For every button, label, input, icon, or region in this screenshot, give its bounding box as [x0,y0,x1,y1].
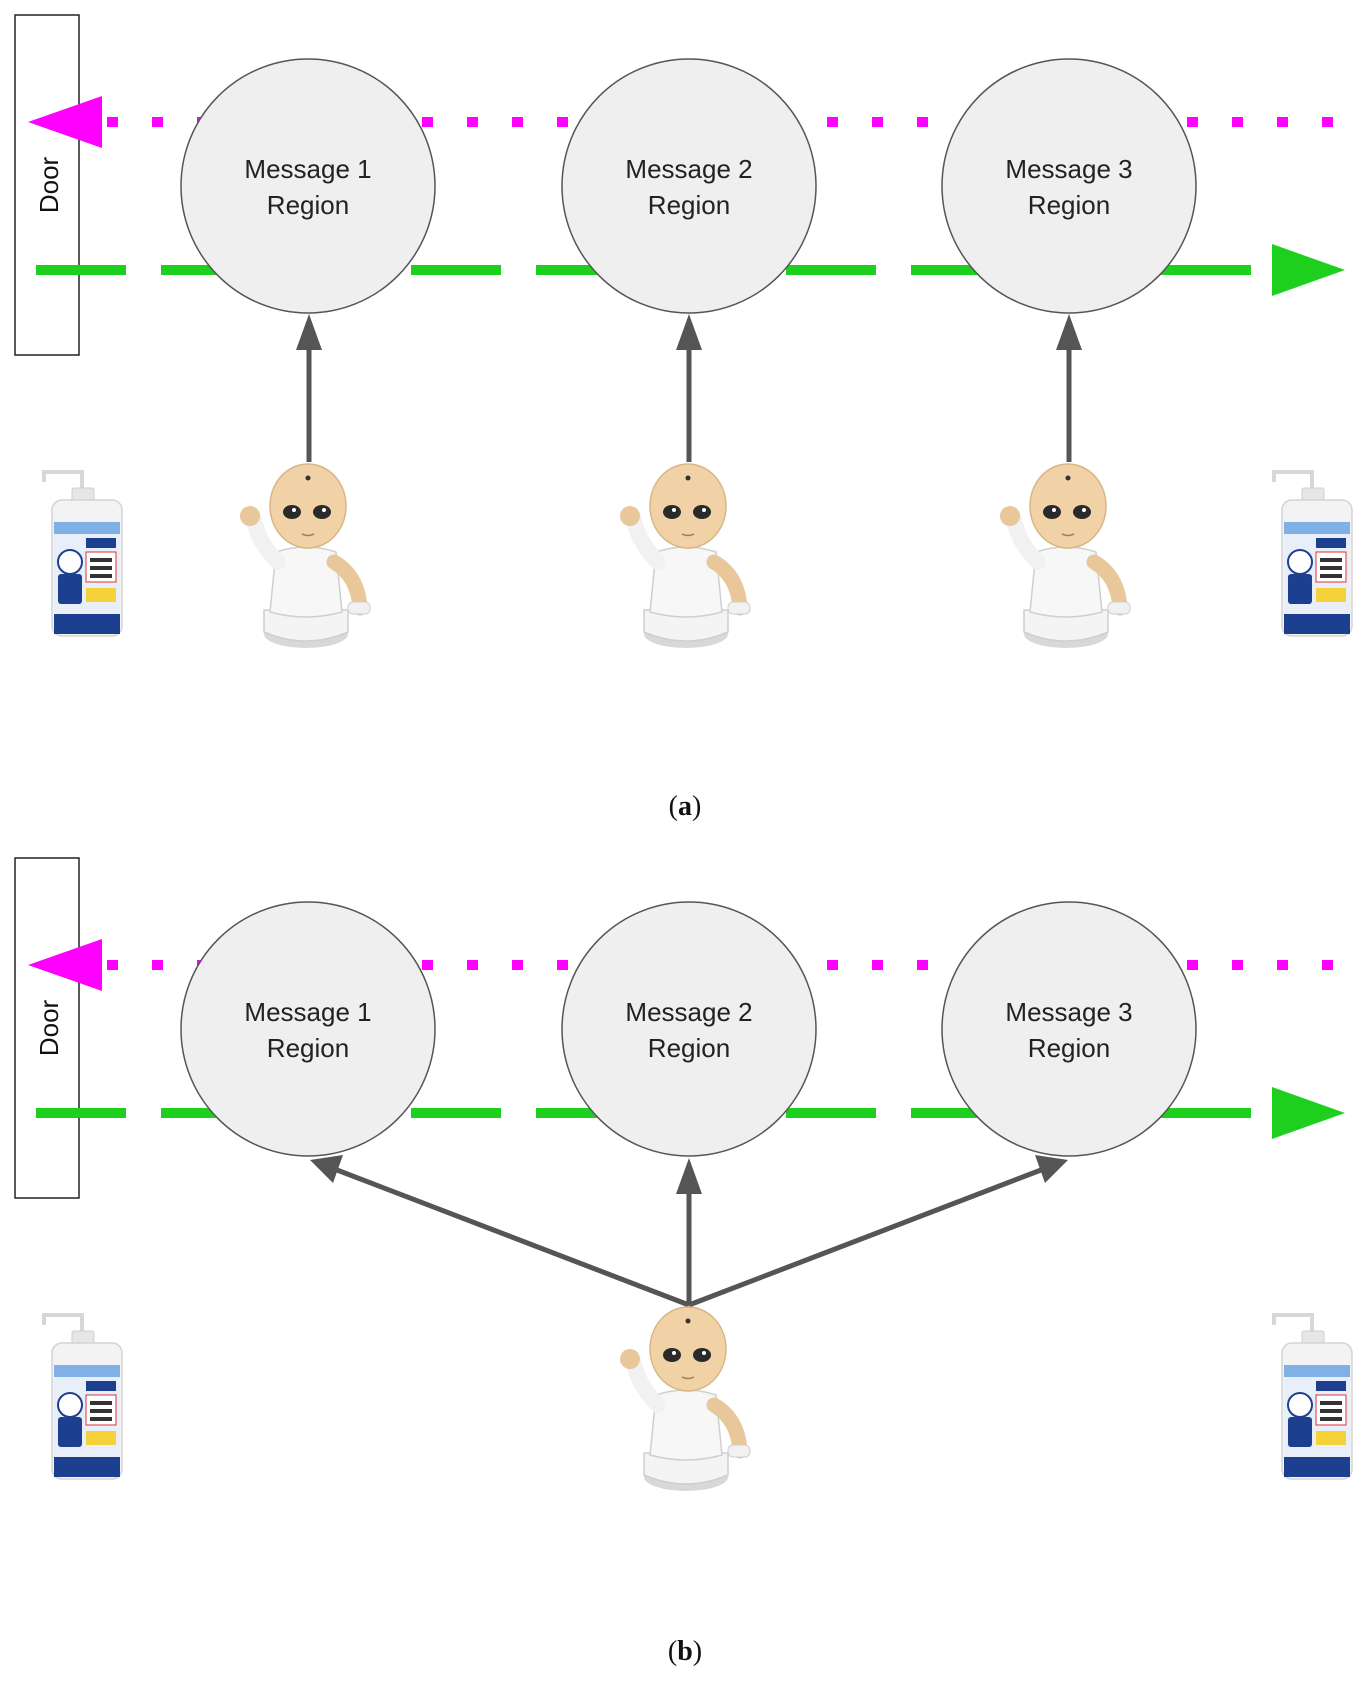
panel-b: Door Message 1 Region Message 2 Region M… [14,857,1354,1667]
message-region-2: Message 2 Region [561,901,817,1157]
pointer-arrow [688,1155,1068,1308]
region-label: Message 2 [625,154,752,184]
door-label: Door [34,156,64,213]
message-region-2: Message 2 Region [561,58,817,314]
region-label: Region [1028,1033,1110,1063]
door [14,14,80,356]
panel-a: Door Message 1 Region Message 2 Region M… [14,14,1354,822]
region-label: Message 3 [1005,154,1132,184]
pointer-arrow [1056,314,1082,462]
region-label: Region [648,190,730,220]
entry-arrow-icon [28,939,102,991]
pointer-arrow [676,1158,702,1305]
hand-sanitizer-bottle-icon [1272,470,1354,638]
region-label: Message 1 [244,154,371,184]
region-label: Message 3 [1005,997,1132,1027]
region-label: Region [648,1033,730,1063]
exit-arrow-icon [1272,244,1345,296]
entry-arrow-icon [28,96,102,148]
hand-sanitizer-bottle-icon [42,470,124,638]
pointer-arrow [676,314,702,462]
region-label: Message 1 [244,997,371,1027]
robot-icon [620,464,750,648]
exit-arrow-icon [1272,1087,1345,1139]
hand-sanitizer-bottle-icon [42,1313,124,1481]
pointer-arrow [296,314,322,462]
message-region-3: Message 3 Region [941,58,1197,314]
message-region-1: Message 1 Region [180,901,436,1157]
robot-icon [1000,464,1130,648]
region-label: Region [267,1033,349,1063]
region-label: Message 2 [625,997,752,1027]
door [14,857,80,1199]
message-region-1: Message 1 Region [180,58,436,314]
message-region-3: Message 3 Region [941,901,1197,1157]
door-label: Door [34,999,64,1056]
caption-b: (b) [668,1636,702,1667]
hand-sanitizer-bottle-icon [1272,1313,1354,1481]
pointer-arrow [310,1155,690,1308]
robot-icon [240,464,370,648]
region-label: Region [1028,190,1110,220]
robot-icon [620,1307,750,1491]
region-label: Region [267,190,349,220]
caption-a: (a) [669,791,702,822]
